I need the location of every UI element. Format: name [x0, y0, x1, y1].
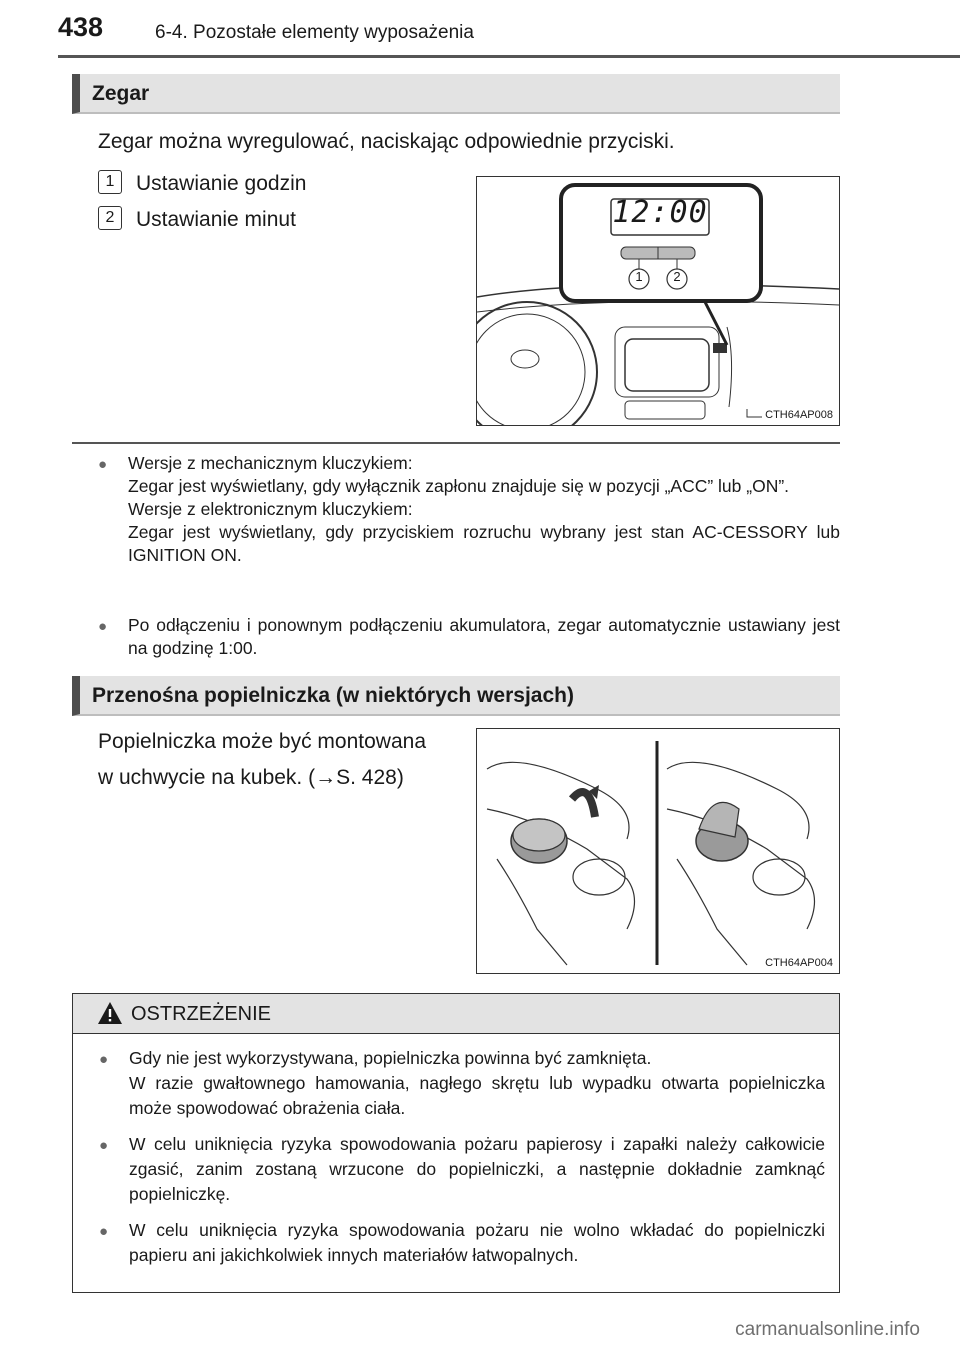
ashtray-section-header: Przenośna popielniczka (w niektórych wer… [72, 676, 840, 716]
illustration-code: CTH64AP008 [765, 409, 833, 421]
illustration-code: CTH64AP004 [765, 957, 833, 969]
note-line: Zegar jest wyświetlany, gdy wyłącznik za… [128, 476, 790, 496]
page-reference-arrow-icon: → [315, 766, 337, 789]
item-number-2: 2 [98, 206, 122, 231]
warning-line: Gdy nie jest wykorzystywana, popielniczk… [129, 1048, 652, 1068]
warning-line: W celu uniknięcia ryzyka spowodowania po… [129, 1220, 825, 1265]
note-item: ● Wersje z mechanicznym kluczykiem: Zega… [98, 452, 840, 567]
note-line: Wersje z elektronicznym kluczykiem: [128, 499, 413, 519]
item-label-minutes: Ustawianie minut [136, 208, 296, 231]
clock-item-hours: 1 Ustawianie godzin [98, 166, 306, 202]
warning-triangle-icon [98, 1002, 122, 1024]
note-item: ● Po odłączeniu i ponownym podłączeniu a… [98, 614, 840, 660]
callout-2: 2 [673, 269, 681, 284]
warning-header: OSTRZEŻENIE [73, 994, 839, 1034]
ashtray-illustration: CTH64AP004 [476, 728, 840, 974]
page-reference: S. 428) [336, 766, 404, 789]
clock-item-minutes: 2 Ustawianie minut [98, 202, 296, 238]
watermark: carmanualsonline.info [735, 1319, 920, 1340]
ashtray-text-line2: w uchwycie na kubek. (→S. 428) [98, 760, 404, 796]
item-label-hours: Ustawianie godzin [136, 172, 307, 195]
note-line: Wersje z mechanicznym kluczykiem: [128, 453, 413, 473]
warning-item: ● W celu uniknięcia ryzyka spowodowania … [99, 1218, 825, 1268]
bullet-icon: ● [99, 1051, 109, 1068]
bullet-icon: ● [99, 1137, 109, 1154]
note-line: Zegar jest wyświetlany, gdy przyciskiem … [128, 522, 840, 565]
chapter-title: 6-4. Pozostałe elementy wyposażenia [155, 22, 474, 43]
dashboard-drawing [456, 183, 840, 443]
warning-item: ● W celu uniknięcia ryzyka spowodowania … [99, 1132, 825, 1207]
item-number-1: 1 [98, 170, 122, 195]
header-rule [58, 55, 960, 58]
warning-box: OSTRZEŻENIE ● Gdy nie jest wykorzystywan… [72, 993, 840, 1293]
bullet-icon: ● [99, 1223, 109, 1240]
clock-display-time: 12:00 [612, 195, 708, 230]
clock-section-header: Zegar [72, 74, 840, 114]
warning-line: W celu uniknięcia ryzyka spowodowania po… [129, 1134, 825, 1204]
bullet-icon: ● [98, 618, 108, 635]
callout-1: 1 [635, 269, 643, 284]
notes-rule [72, 442, 840, 444]
clock-illustration: 12:00 1 2 CTH64AP008 [456, 176, 840, 443]
note-line: Po odłączeniu i ponownym podłączeniu aku… [128, 615, 840, 658]
page-number: 438 [58, 12, 104, 42]
warning-line: W razie gwałtownego hamowania, nagłego s… [129, 1073, 825, 1118]
warning-item: ● Gdy nie jest wykorzystywana, popielnic… [99, 1046, 825, 1121]
ashtray-section-title: Przenośna popielniczka (w niektórych wer… [92, 684, 574, 707]
bullet-icon: ● [98, 456, 108, 473]
warning-title: OSTRZEŻENIE [131, 1003, 272, 1025]
ashtray-text-line1: Popielniczka może być montowana [98, 730, 427, 753]
clock-section-title: Zegar [92, 82, 150, 105]
ashtray-text-prefix: w uchwycie na kubek. ( [98, 766, 316, 789]
clock-intro: Zegar można wyregulować, naciskając odpo… [98, 130, 675, 153]
ashtray-drawing [486, 741, 816, 966]
